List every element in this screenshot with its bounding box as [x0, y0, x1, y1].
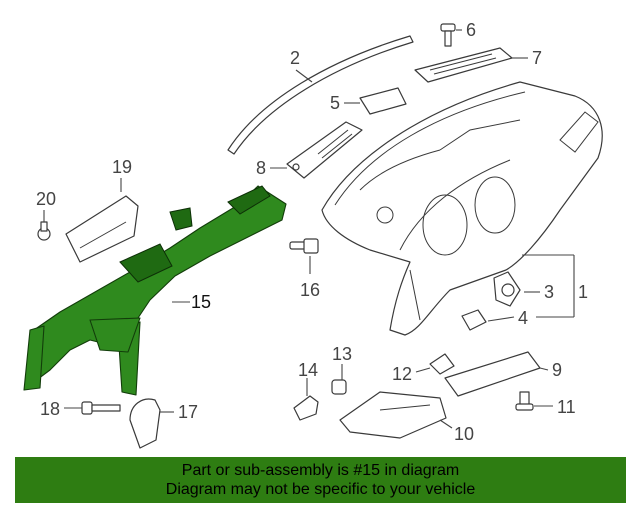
callout-15: 15 — [191, 292, 211, 312]
part-8-vent-grille — [286, 121, 363, 179]
callout-19: 19 — [112, 157, 132, 177]
callout-18: 18 — [40, 399, 60, 419]
callout-12: 12 — [392, 364, 412, 384]
part-4-clip — [461, 309, 487, 331]
info-banner: Part or sub-assembly is #15 in diagram D… — [15, 457, 626, 503]
part-3-knob — [493, 271, 521, 307]
part-11-fastener — [515, 391, 534, 411]
callout-2: 2 — [290, 48, 300, 68]
part-16-bolt — [289, 238, 319, 254]
part-1-instrument-panel — [321, 81, 603, 336]
callout-14: 14 — [298, 360, 318, 380]
part-15-cross-car-beam — [23, 185, 287, 396]
callout-10: 10 — [454, 424, 474, 444]
banner-line-1: Part or sub-assembly is #15 in diagram — [181, 462, 460, 479]
callout-3: 3 — [544, 282, 554, 302]
part-7-defrost-panel — [414, 47, 513, 83]
part-18-bolt — [81, 401, 121, 415]
part-5-bracket — [359, 87, 407, 115]
callout-9: 9 — [552, 360, 562, 380]
callout-4: 4 — [518, 308, 528, 328]
part-19-bracket — [65, 195, 139, 263]
parts-diagram: 2 6 7 5 8 19 20 3 1 4 16 15 13 14 12 9 1… — [23, 20, 603, 449]
callout-20: 20 — [36, 189, 56, 209]
part-20-screw — [37, 221, 51, 241]
part-2-trim-strip — [227, 35, 414, 155]
banner-line-2: Diagram may not be specific to your vehi… — [165, 481, 476, 498]
part-6-screw — [440, 23, 456, 47]
callout-6: 6 — [466, 20, 476, 40]
callout-16: 16 — [300, 280, 320, 300]
part-10-lower-bracket — [339, 391, 447, 439]
callout-1: 1 — [578, 282, 588, 302]
part-9-panel — [444, 351, 541, 397]
part-14-bracket — [293, 395, 319, 421]
callout-5: 5 — [330, 93, 340, 113]
callout-17: 17 — [178, 402, 198, 422]
callout-11: 11 — [557, 397, 576, 417]
part-12-clip — [429, 353, 455, 375]
callout-7: 7 — [532, 48, 542, 68]
part-13-sensor — [331, 379, 347, 395]
part-17-cover — [129, 398, 161, 449]
callout-13: 13 — [332, 344, 352, 364]
leader-lines — [43, 29, 575, 429]
callout-8: 8 — [256, 158, 266, 178]
